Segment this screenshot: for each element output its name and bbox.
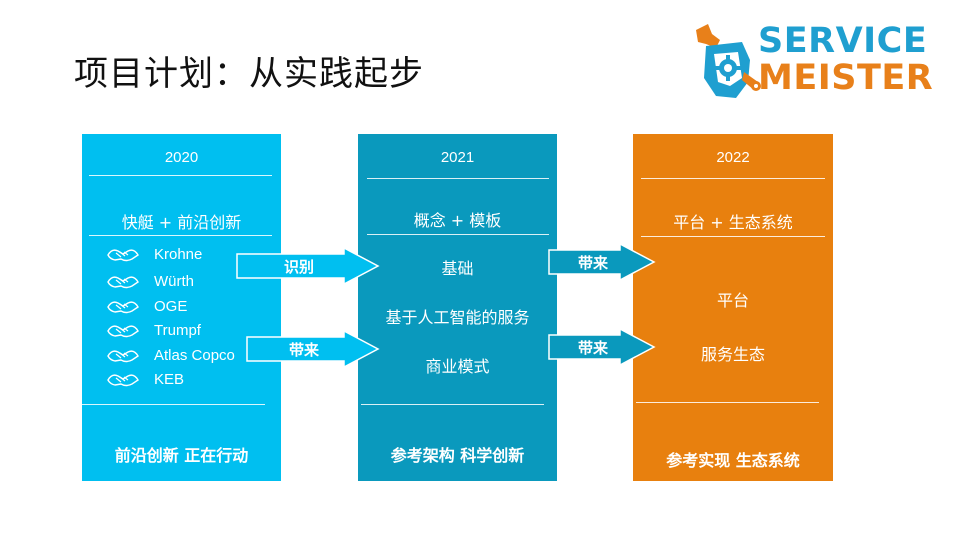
- column-subtitle: 平台 + 生态系统: [673, 213, 793, 232]
- divider: [367, 234, 549, 235]
- column-item: 服务生态: [700, 345, 765, 364]
- divider: [636, 402, 819, 403]
- arrow-right-icon: [236, 247, 380, 285]
- page-title: 项目计划：从实践起步: [74, 54, 424, 94]
- company-row: Trumpf: [106, 319, 276, 341]
- column-2020: 2020 快艇 + 前沿创新 Krohne Würth OGE Trumpf A…: [82, 134, 281, 481]
- logo-text: SERVICE MEISTER: [758, 24, 933, 96]
- company-row: OGE: [106, 295, 276, 317]
- divider: [641, 178, 825, 179]
- column-subtitle: 快艇 + 前沿创新: [121, 213, 242, 232]
- column-item: 平台: [716, 291, 749, 310]
- company-name: KEB: [154, 370, 185, 388]
- arrow-label: 识别: [283, 257, 314, 276]
- service-meister-logo: SERVICE MEISTER: [690, 20, 950, 104]
- handshake-icon: [107, 374, 139, 387]
- arrow-label: 带来: [288, 340, 319, 359]
- logo-line-1: SERVICE: [758, 21, 928, 61]
- company-name: Krohne: [154, 245, 203, 263]
- arrow-label: 带来: [577, 338, 608, 357]
- divider: [367, 178, 549, 179]
- company-name: Trumpf: [154, 321, 201, 339]
- column-item: 基础: [441, 259, 474, 278]
- arrow-bring-3: 带来: [548, 328, 656, 366]
- handshake-icon: [107, 249, 139, 262]
- company-row: Krohne: [106, 243, 276, 265]
- arrow-identify: 识别: [236, 247, 380, 285]
- wrench-icon: [696, 24, 761, 98]
- company-row: Würth: [106, 270, 276, 292]
- divider: [89, 235, 272, 236]
- arrow-label: 带来: [577, 253, 608, 272]
- arrow-right-icon: [548, 328, 656, 366]
- column-item: 基于人工智能的服务: [385, 308, 530, 327]
- column-footer: 参考实现 生态系统: [666, 451, 800, 470]
- arrow-bring-2: 带来: [548, 243, 656, 281]
- year-label: 2020: [164, 149, 199, 166]
- company-name: OGE: [154, 297, 188, 315]
- year-label: 2021: [440, 149, 475, 166]
- handshake-icon: [107, 301, 139, 314]
- column-subtitle: 概念 + 模板: [413, 211, 502, 230]
- year-label: 2022: [716, 149, 750, 166]
- company-row: KEB: [106, 368, 276, 390]
- divider: [89, 175, 272, 176]
- column-footer: 参考架构 科学创新: [390, 446, 525, 465]
- company-row: Atlas Copco: [106, 344, 276, 366]
- company-name: Atlas Copco: [154, 346, 235, 364]
- logo-line-2: MEISTER: [758, 58, 934, 98]
- arrow-bring-1: 带来: [246, 330, 380, 368]
- column-item: 商业模式: [425, 357, 490, 376]
- column-2021: 2021 概念 + 模板 基础 基于人工智能的服务 商业模式 参考架构 科学创新: [358, 134, 557, 481]
- arrow-right-icon: [246, 330, 380, 368]
- column-footer: 前沿创新 正在行动: [114, 446, 249, 465]
- handshake-icon: [107, 276, 139, 289]
- divider: [82, 404, 265, 405]
- divider: [641, 236, 825, 237]
- arrow-right-icon: [548, 243, 656, 281]
- column-2022: 2022 平台 + 生态系统 平台 服务生态 参考实现 生态系统: [633, 134, 833, 481]
- company-name: Würth: [154, 272, 195, 290]
- handshake-icon: [107, 350, 139, 363]
- handshake-icon: [107, 325, 139, 338]
- divider: [361, 404, 544, 405]
